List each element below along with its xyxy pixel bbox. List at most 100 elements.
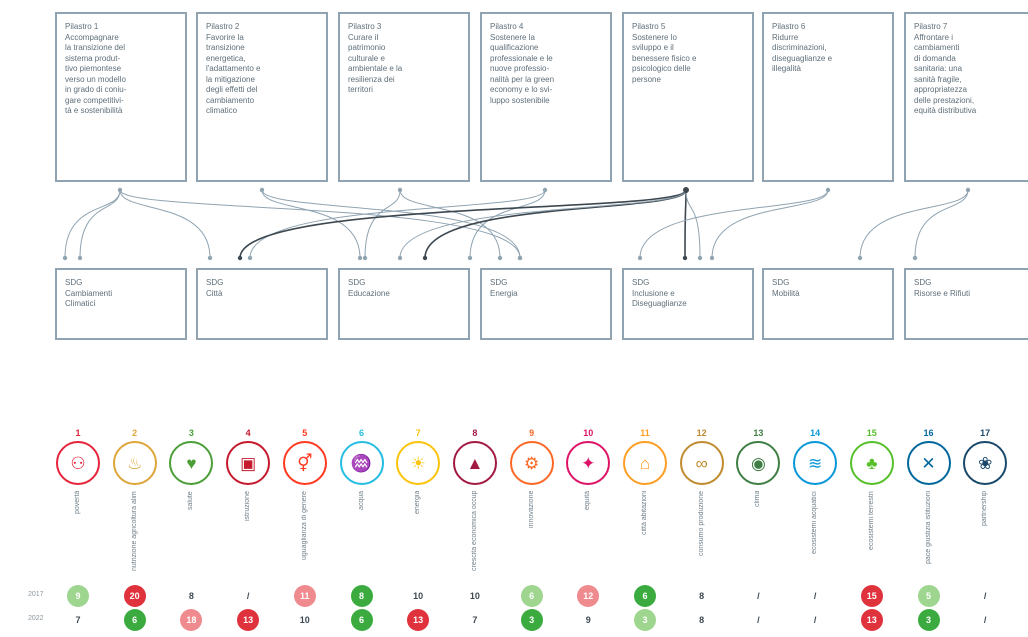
connection-line: [711, 189, 829, 259]
sdg-number: 13: [753, 428, 764, 438]
sdg-glyph-icon: ▲: [466, 453, 484, 473]
sdg-3-icon: ♥: [169, 441, 214, 485]
indicator-value: 13: [860, 609, 883, 631]
sdg-glyph-icon: ☀: [410, 453, 426, 473]
sdg-label: consumo produzione: [697, 491, 705, 556]
connection-line: [239, 189, 687, 259]
pillar-text-line: Pilastro 3: [348, 22, 382, 31]
sdg-goal: 17❀partnership: [962, 428, 1008, 571]
sdg-glyph-icon: ⚥: [297, 453, 313, 473]
sdg-5-icon: ⚥: [282, 441, 327, 485]
indicator-value: /: [757, 615, 760, 625]
connection-origin: [117, 187, 123, 193]
sdg-9-icon: ⚙: [509, 441, 554, 485]
sdg-number: 12: [696, 428, 707, 438]
sdg-7-icon: ☀: [396, 441, 441, 485]
sdg-topic-text-line: SDG: [206, 278, 224, 287]
sdg-number: 11: [640, 428, 650, 438]
connection-line: [249, 189, 546, 259]
pillar-text-line: Pilastro 4: [490, 22, 524, 31]
indicator-value: 10: [469, 591, 480, 601]
sdg-goal: 8▲crescita economica occupazione: [452, 428, 498, 571]
pillar-text-line: l'adattamento e: [206, 64, 261, 73]
sdg-topic-text-line: SDG: [632, 278, 650, 287]
sdg-glyph-icon: ✦: [581, 453, 596, 473]
sdg-label: istruzione: [244, 491, 252, 521]
indicator-value: 6: [350, 609, 373, 631]
sdg-topic-text-line: Energia: [490, 288, 518, 298]
connection-line: [64, 189, 121, 259]
indicator-value: 8: [699, 615, 705, 625]
indicator-value: 18: [180, 609, 203, 631]
connection-line: [79, 189, 121, 259]
pillar-text-line: delle prestazioni,: [914, 95, 975, 105]
indicator-value: /: [813, 591, 817, 601]
sdg-goal: 12 ∞ consumo produzione: [679, 428, 725, 571]
pillar-text-line: Pilastro 7: [914, 22, 948, 31]
connection-line: [639, 189, 829, 259]
indicator-value: 7: [472, 615, 478, 625]
pillar-text-line: psicologico delle: [632, 64, 691, 73]
indicator-value: 5: [917, 585, 940, 607]
sdg-number: 7: [415, 428, 421, 438]
pillar-text-line: diseguaglianze e: [772, 53, 833, 63]
connection-endpoint: [422, 255, 428, 261]
pillar-text-line: climatico: [206, 106, 238, 115]
indicator-value: /: [757, 591, 760, 601]
pillar-text-line: sviluppo e il: [632, 43, 674, 52]
sdg-number: 10: [583, 428, 594, 438]
sdg-14-icon: ≋: [793, 441, 838, 485]
sdg-number: 5: [302, 428, 308, 438]
sdg-8-icon: ▲: [452, 441, 497, 485]
sdg-goal: 3♥salute: [168, 428, 214, 571]
sdg-glyph-icon: ✕: [921, 453, 936, 473]
connection-endpoint: [709, 255, 715, 261]
indicator-value: 13: [407, 609, 430, 631]
pillar-text-line: cambiamento: [206, 95, 255, 105]
pillar-text-line: di domanda: [914, 53, 956, 63]
sdg-label: salute: [187, 491, 195, 510]
sdg-number: 15: [866, 428, 877, 438]
sdg-glyph-icon: ≋: [807, 453, 823, 473]
indicator-value: 6: [634, 585, 656, 607]
indicator-value: /: [246, 591, 250, 601]
pillar-text-line: Sostenere lo: [632, 32, 677, 42]
connection-line: [364, 189, 401, 259]
sdg-number: 14: [810, 428, 821, 438]
connection-endpoint: [857, 255, 863, 261]
pillar-text-line: sistema produt-: [65, 53, 121, 63]
indicator-value: 6: [520, 585, 543, 607]
pillar-text-line: professionale e le: [490, 53, 553, 63]
indicator-value: 13: [237, 609, 260, 631]
sdg-glyph-icon: ♒: [350, 453, 373, 473]
sdg-glyph-icon: ❀: [978, 453, 993, 473]
sdg-goal: 9⚙innovazione: [509, 428, 555, 571]
connection-line: [684, 189, 687, 259]
year-label: 2022: [28, 615, 44, 622]
sdg-number: 9: [529, 428, 535, 438]
sdg-glyph-icon: ◉: [750, 453, 766, 473]
sdg-goal: 11⌂città abitazioni: [622, 428, 668, 571]
sdg-1-icon: ⚇: [56, 441, 100, 485]
pillar-text-line: Sostenere la: [490, 32, 535, 42]
pillar-text-line: sanitaria: una: [914, 64, 963, 73]
connection-line: [399, 189, 501, 259]
indicator-value: 7: [75, 615, 81, 625]
sdg-goal: 2♨nutrizione agricoltura alimentazione: [112, 428, 158, 571]
sdg-17-icon: ❀: [963, 441, 1008, 485]
pillar-text-line: tivo piemontese: [65, 64, 122, 73]
connection-endpoint: [77, 255, 83, 261]
connection-line: [469, 189, 546, 259]
sdg-glyph-icon: ∞: [695, 453, 708, 473]
pillar-text-line: patrimonio: [348, 43, 386, 52]
sdg-topic-text-line: Climatici: [65, 299, 96, 308]
sdg-topic-text-line: Diseguaglianze: [632, 299, 687, 308]
pillar-text-line: degli effetti del: [206, 85, 258, 94]
